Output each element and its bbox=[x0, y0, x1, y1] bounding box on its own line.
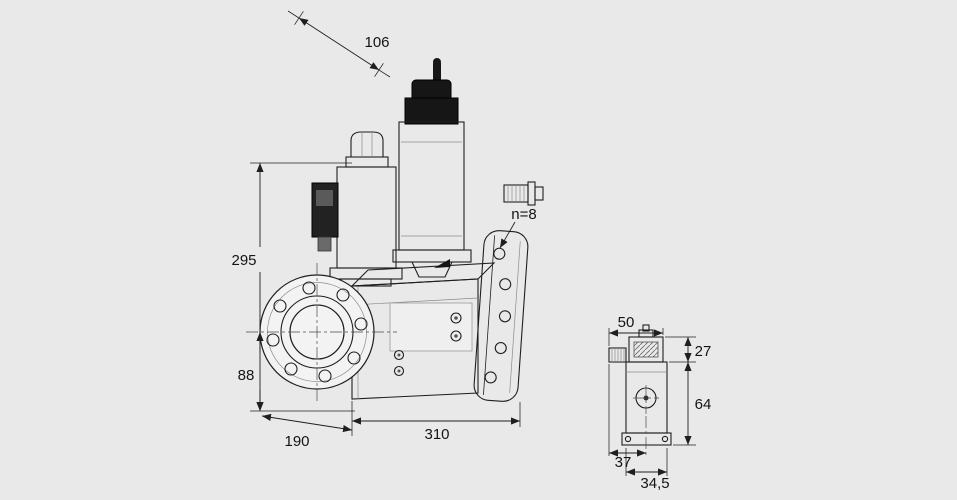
bolt-count-label: n=8 bbox=[511, 206, 536, 223]
flange-bolt-holes-front bbox=[266, 281, 368, 383]
dim-label-190: 190 bbox=[284, 433, 309, 450]
pilot-valve-body bbox=[608, 324, 672, 446]
main-valve-drawing: 106 295 88 190 310 bbox=[231, 10, 544, 450]
flange-bolt-fitting bbox=[503, 181, 544, 206]
dim-label-310: 310 bbox=[424, 426, 449, 443]
adjustment-knob bbox=[608, 347, 627, 363]
flange-bolt-holes bbox=[484, 247, 512, 384]
dim-label-106: 106 bbox=[364, 34, 389, 51]
dimension-88: 88 bbox=[238, 332, 264, 411]
dim-label-64: 64 bbox=[695, 396, 712, 413]
nameplate bbox=[389, 302, 473, 352]
dim-label-37: 37 bbox=[615, 454, 632, 471]
cable-gland bbox=[317, 236, 332, 252]
dim-label-88: 88 bbox=[238, 367, 255, 384]
valve-body bbox=[350, 259, 496, 400]
dimension-106: 106 bbox=[287, 10, 391, 78]
dimension-310: 310 bbox=[351, 401, 521, 443]
dimension-64: 64 bbox=[673, 362, 712, 446]
bolt-count-callout: n=8 bbox=[499, 206, 537, 249]
dimension-190: 190 bbox=[261, 413, 353, 450]
dim-label-27: 27 bbox=[695, 343, 712, 360]
coil-winding bbox=[633, 341, 659, 358]
dim-label-34-5: 34,5 bbox=[640, 475, 669, 492]
left-flange bbox=[246, 263, 397, 403]
right-solenoid bbox=[392, 58, 472, 278]
flow-arrow-marker bbox=[434, 259, 450, 268]
dimension-37: 37 bbox=[608, 364, 647, 471]
dim-label-50: 50 bbox=[618, 314, 635, 331]
right-flange bbox=[473, 230, 529, 402]
hex-cap bbox=[350, 131, 384, 158]
dimension-50: 50 bbox=[608, 314, 664, 346]
dim-label-295: 295 bbox=[231, 252, 256, 269]
pilot-valve-detail: 50 27 64 37 34,5 bbox=[608, 314, 712, 492]
dimension-34-5: 34,5 bbox=[625, 448, 670, 492]
mounting-base bbox=[621, 432, 672, 446]
